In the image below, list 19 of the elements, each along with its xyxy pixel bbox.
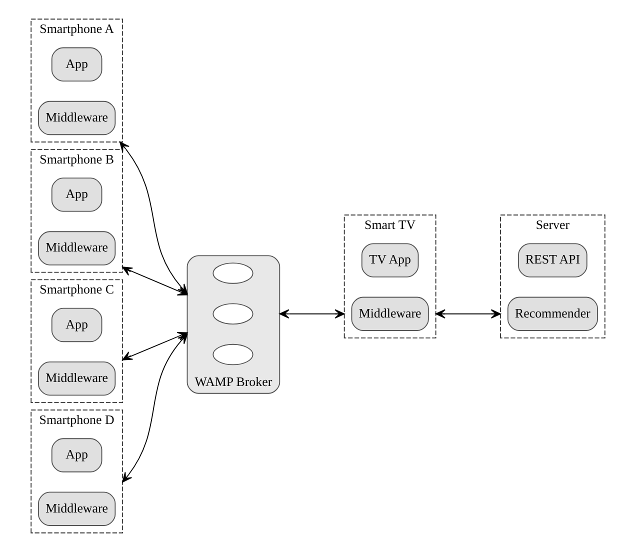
node-box: App bbox=[51, 438, 102, 472]
node-box: Middleware bbox=[38, 492, 116, 526]
node-box: TV App bbox=[361, 243, 419, 278]
arrow bbox=[122, 334, 188, 483]
node-oval bbox=[212, 303, 254, 325]
node-box: App bbox=[51, 47, 102, 82]
node-box: REST API bbox=[518, 243, 588, 278]
arrow bbox=[435, 309, 501, 318]
node-box: App bbox=[51, 178, 102, 212]
node-oval bbox=[212, 344, 254, 366]
node-box: App bbox=[51, 308, 102, 342]
node-box: Middleware bbox=[38, 231, 116, 266]
node-box: Middleware bbox=[38, 100, 116, 136]
cluster: WAMP Broker bbox=[186, 255, 280, 394]
node-oval bbox=[212, 262, 254, 284]
node-box: Middleware bbox=[38, 361, 116, 396]
node-box: Recommender bbox=[507, 296, 598, 331]
node-box: Middleware bbox=[351, 296, 429, 331]
arrow bbox=[279, 309, 345, 318]
